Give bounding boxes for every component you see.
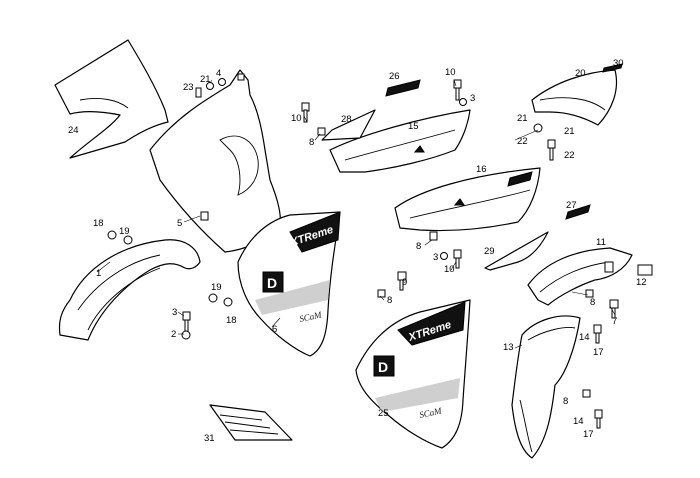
part-1-front-mudguard [58, 239, 201, 341]
part-13-mud-flap [511, 315, 581, 459]
callout-9: 9 [402, 277, 407, 288]
callout-8b: 8 [387, 295, 392, 306]
part-30-decal [602, 63, 623, 73]
callout-21b: 21 [517, 113, 528, 124]
part-15-side-panel [329, 109, 471, 173]
decal-script-6: SCaM [298, 309, 323, 324]
part-6-tank-shroud: D XTReme SCaM [237, 211, 341, 357]
callout-24: 24 [68, 125, 79, 136]
decal-letter-25: D [378, 359, 388, 375]
callout-labels: 1 2 3 3 3 4 5 6 7 8 8 8 8 8 9 10 10 10 1… [68, 58, 647, 444]
callout-11: 11 [596, 237, 606, 248]
callout-13: 13 [503, 342, 514, 353]
decal-script-25: SCaM [418, 405, 443, 420]
callout-29: 29 [484, 246, 495, 257]
callout-25: 25 [378, 408, 389, 419]
callout-21a: 21 [200, 74, 211, 85]
callout-20: 20 [575, 68, 586, 79]
part-11-rear-fender [527, 247, 633, 306]
callout-18a: 18 [93, 218, 104, 229]
callout-3c: 3 [470, 93, 475, 104]
part-20-tail-piece [531, 69, 618, 126]
part-29-decal [484, 231, 549, 271]
callout-7: 7 [612, 316, 617, 327]
callout-10b: 10 [445, 67, 456, 78]
decal-letter-6: D [267, 275, 277, 291]
callout-12: 12 [636, 277, 647, 288]
callout-8c: 8 [416, 241, 421, 252]
callout-19a: 19 [119, 226, 130, 237]
callout-19b: 19 [211, 282, 222, 293]
callout-17b: 17 [583, 429, 594, 440]
callout-22a: 22 [517, 136, 528, 147]
part-28-decal [321, 109, 376, 141]
leader-lines [96, 79, 616, 349]
part-31-booklet [209, 404, 293, 441]
callout-8e: 8 [563, 396, 568, 407]
part-26-decal [385, 79, 421, 97]
part-24-fairing-panel [54, 39, 169, 159]
callout-3b: 3 [433, 252, 438, 263]
callout-16: 16 [476, 164, 487, 175]
callout-18b: 18 [226, 315, 237, 326]
part-12-clip [637, 264, 653, 276]
callout-14b: 14 [573, 416, 584, 427]
callout-3a: 3 [172, 307, 177, 318]
callout-23: 23 [183, 82, 194, 93]
callout-5: 5 [177, 218, 182, 229]
callout-8a: 8 [309, 137, 314, 148]
callout-4: 4 [216, 68, 221, 79]
part-5-side-cover [149, 69, 282, 253]
callout-14a: 14 [579, 332, 590, 343]
callout-22b: 22 [564, 150, 575, 161]
part-25-tank-shroud: D XTReme SCaM [355, 299, 471, 449]
callout-27: 27 [566, 200, 577, 211]
callout-10a: 10 [291, 113, 302, 124]
part-27-decal [565, 204, 591, 220]
callout-17a: 17 [593, 347, 604, 358]
callout-2: 2 [171, 329, 176, 340]
callout-1: 1 [96, 268, 101, 279]
callout-30: 30 [613, 58, 624, 69]
callout-6: 6 [272, 324, 277, 335]
callout-31: 31 [204, 433, 215, 444]
part-16-side-panel [394, 167, 541, 232]
callout-28: 28 [341, 114, 352, 125]
callout-21c: 21 [564, 126, 575, 137]
callout-15: 15 [408, 121, 419, 132]
callout-26: 26 [389, 71, 400, 82]
callout-10c: 10 [444, 264, 455, 275]
hardware-fasteners [107, 78, 619, 429]
callout-8d: 8 [590, 297, 595, 308]
